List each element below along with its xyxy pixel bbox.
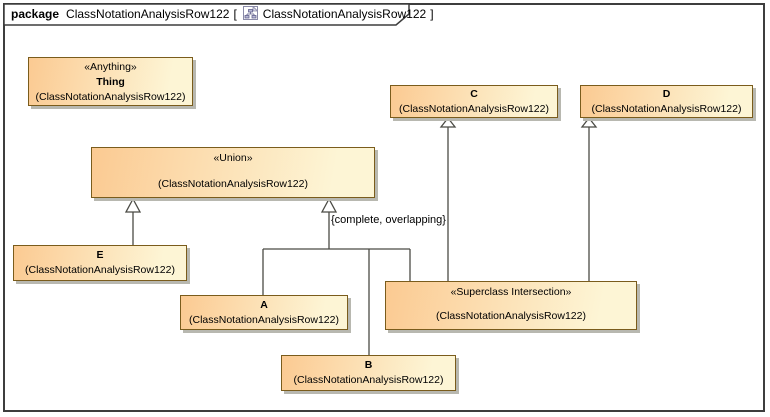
class-name: Thing <box>96 76 125 88</box>
generalization-si-d[interactable] <box>580 116 598 281</box>
class-box-a[interactable]: A (ClassNotationAnalysisRow122) <box>180 295 348 330</box>
frame-header-tab <box>3 3 410 26</box>
class-qualifier: (ClassNotationAnalysisRow122) <box>25 264 175 276</box>
generalization-tree-union[interactable] <box>262 197 411 355</box>
class-qualifier: (ClassNotationAnalysisRow122) <box>591 103 742 115</box>
class-box-c[interactable]: C (ClassNotationAnalysisRow122) <box>390 85 558 118</box>
class-box-union[interactable]: «Union» (ClassNotationAnalysisRow122) <box>91 147 375 198</box>
class-box-superclass-intersection[interactable]: «Superclass Intersection» (ClassNotation… <box>385 281 637 330</box>
diagram-name: ClassNotationAnalysisRow122 <box>262 7 427 21</box>
diagram-header[interactable]: package ClassNotationAnalysisRow122 [ Cl… <box>5 4 434 24</box>
generalization-arrowhead <box>439 116 457 128</box>
class-box-thing[interactable]: «Anything» Thing (ClassNotationAnalysisR… <box>28 57 193 106</box>
class-name: D <box>662 88 671 100</box>
diagram-kind-keyword: package <box>11 7 60 21</box>
class-name: A <box>260 299 268 311</box>
diagram-model-name: ClassNotationAnalysisRow122 <box>66 7 230 21</box>
open-bracket: [ <box>233 7 237 21</box>
generalization-arrowhead <box>124 197 142 213</box>
class-qualifier: (ClassNotationAnalysisRow122) <box>293 374 444 386</box>
class-qualifier: (ClassNotationAnalysisRow122) <box>35 91 186 103</box>
class-box-b[interactable]: B (ClassNotationAnalysisRow122) <box>281 355 456 391</box>
class-stereotype: «Superclass Intersection» <box>450 286 572 298</box>
class-box-e[interactable]: E (ClassNotationAnalysisRow122) <box>13 245 187 281</box>
generalization-set-label[interactable]: {complete, overlapping} <box>331 214 446 226</box>
generalization-arrowhead <box>580 116 598 128</box>
class-qualifier: (ClassNotationAnalysisRow122) <box>399 103 549 115</box>
class-name: B <box>364 359 373 371</box>
class-qualifier: (ClassNotationAnalysisRow122) <box>189 314 339 326</box>
class-box-d[interactable]: D (ClassNotationAnalysisRow122) <box>580 85 753 118</box>
class-stereotype: «Anything» <box>84 61 137 73</box>
class-name: E <box>96 249 104 261</box>
class-diagram-icon <box>242 5 259 23</box>
class-stereotype: «Union» <box>213 152 253 164</box>
generalization-e-union[interactable] <box>124 197 142 245</box>
class-qualifier: (ClassNotationAnalysisRow122) <box>436 310 586 322</box>
generalization-arrowhead <box>320 197 338 213</box>
close-bracket: ] <box>430 7 434 21</box>
class-name: C <box>470 88 478 100</box>
generalization-si-c[interactable] <box>439 116 457 281</box>
class-qualifier: (ClassNotationAnalysisRow122) <box>158 178 308 190</box>
